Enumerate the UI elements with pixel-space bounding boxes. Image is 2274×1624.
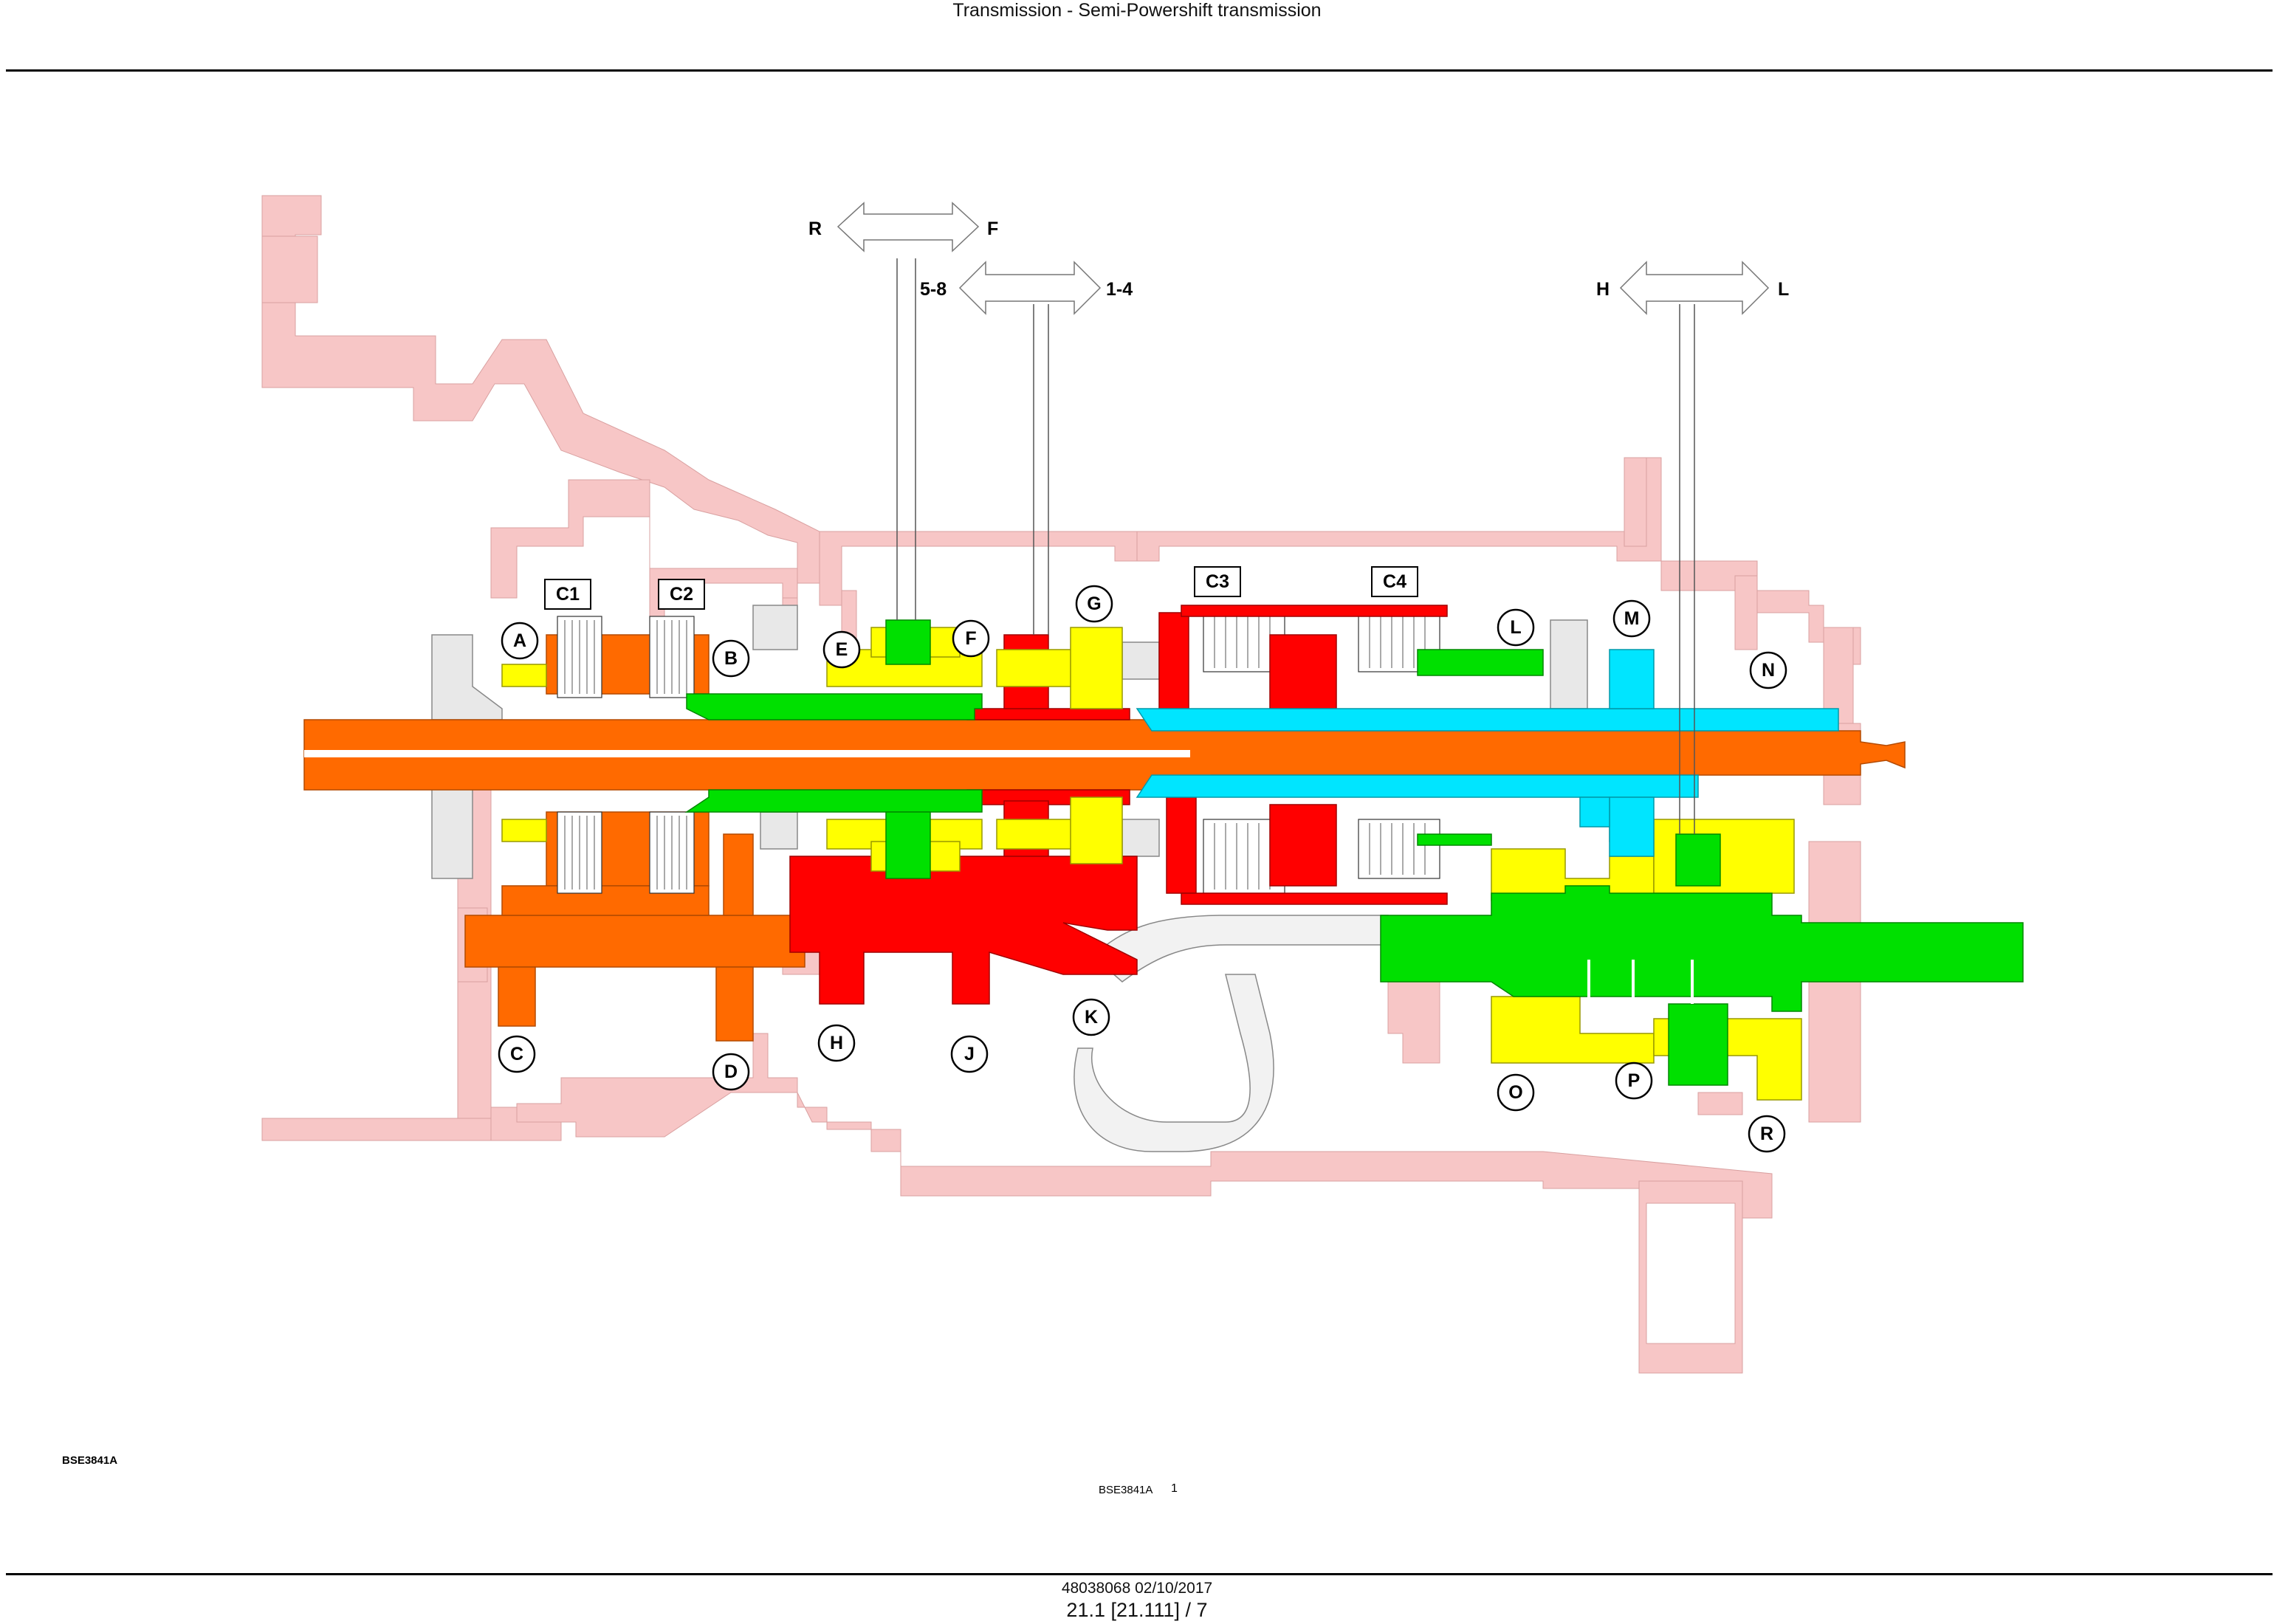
callout-n: N [1749,651,1787,689]
svg-text:G: G [1087,593,1101,614]
svg-text:C4: C4 [1383,571,1406,592]
svg-text:J: J [964,1044,975,1064]
svg-text:H: H [830,1033,843,1053]
footer-doc-ref: 48038068 02/10/2017 [1061,1580,1213,1597]
callout-a: A [501,622,539,660]
shift-rods [896,258,1695,834]
svg-text:K: K [1085,1007,1098,1028]
svg-text:E: E [836,639,848,660]
figure-code-center: BSE3841A [1099,1484,1153,1496]
footer-page-ref: 21.1 [21.111] / 7 [1066,1599,1208,1621]
reverse-forward-arrow [837,202,980,252]
red-gear-train [789,605,1448,1005]
arrow-label-reverse: R [808,219,822,239]
callout-o: O [1497,1073,1535,1112]
footer-divider [6,1573,2273,1575]
clutch-label-c4: C4 [1371,566,1418,597]
range-select-arrow [958,261,1102,315]
callout-r: R [1748,1115,1786,1153]
callout-l: L [1497,608,1535,647]
header-divider [6,69,2273,72]
svg-text:D: D [724,1062,738,1082]
svg-text:L: L [1510,617,1521,638]
svg-text:C3: C3 [1206,571,1229,592]
callout-f: F [952,619,990,658]
page-title: Transmission - Semi-Powershift transmiss… [952,0,1322,21]
svg-text:R: R [1760,1124,1773,1144]
transmission-housing [261,195,1861,1374]
svg-text:B: B [724,648,738,669]
callout-b: B [712,639,750,678]
figure-number: 1 [1171,1482,1178,1495]
callout-m: M [1612,599,1651,638]
svg-text:M: M [1624,608,1640,629]
callout-g: G [1075,585,1113,623]
arrow-label-high: H [1596,279,1610,300]
svg-text:A: A [513,630,526,651]
svg-text:P: P [1628,1070,1641,1091]
svg-text:C: C [510,1044,523,1064]
callout-e: E [822,630,861,669]
clutch-label-c1: C1 [544,579,591,610]
svg-text:O: O [1508,1082,1522,1103]
callout-j: J [950,1035,989,1073]
svg-text:F: F [965,628,976,649]
svg-text:N: N [1762,660,1775,681]
arrow-label-forward: F [987,219,998,239]
clutch-label-c2: C2 [658,579,705,610]
arrow-label-range-low: 1-4 [1106,279,1133,300]
arrow-label-low: L [1778,279,1789,300]
svg-text:C2: C2 [670,584,693,605]
callout-p: P [1615,1062,1653,1100]
green-components [684,619,2024,1086]
arrow-label-range-high: 5-8 [920,279,947,300]
clutch-label-c3: C3 [1194,566,1241,597]
callout-d: D [712,1053,750,1091]
clutch-plates [564,616,1426,890]
callout-k: K [1072,998,1110,1036]
figure-code-left: BSE3841A [62,1454,118,1467]
callout-c: C [498,1035,536,1073]
svg-text:C1: C1 [556,584,580,605]
cyan-shaft [1136,649,1839,857]
high-low-arrow [1619,261,1770,315]
callout-h: H [817,1024,856,1062]
